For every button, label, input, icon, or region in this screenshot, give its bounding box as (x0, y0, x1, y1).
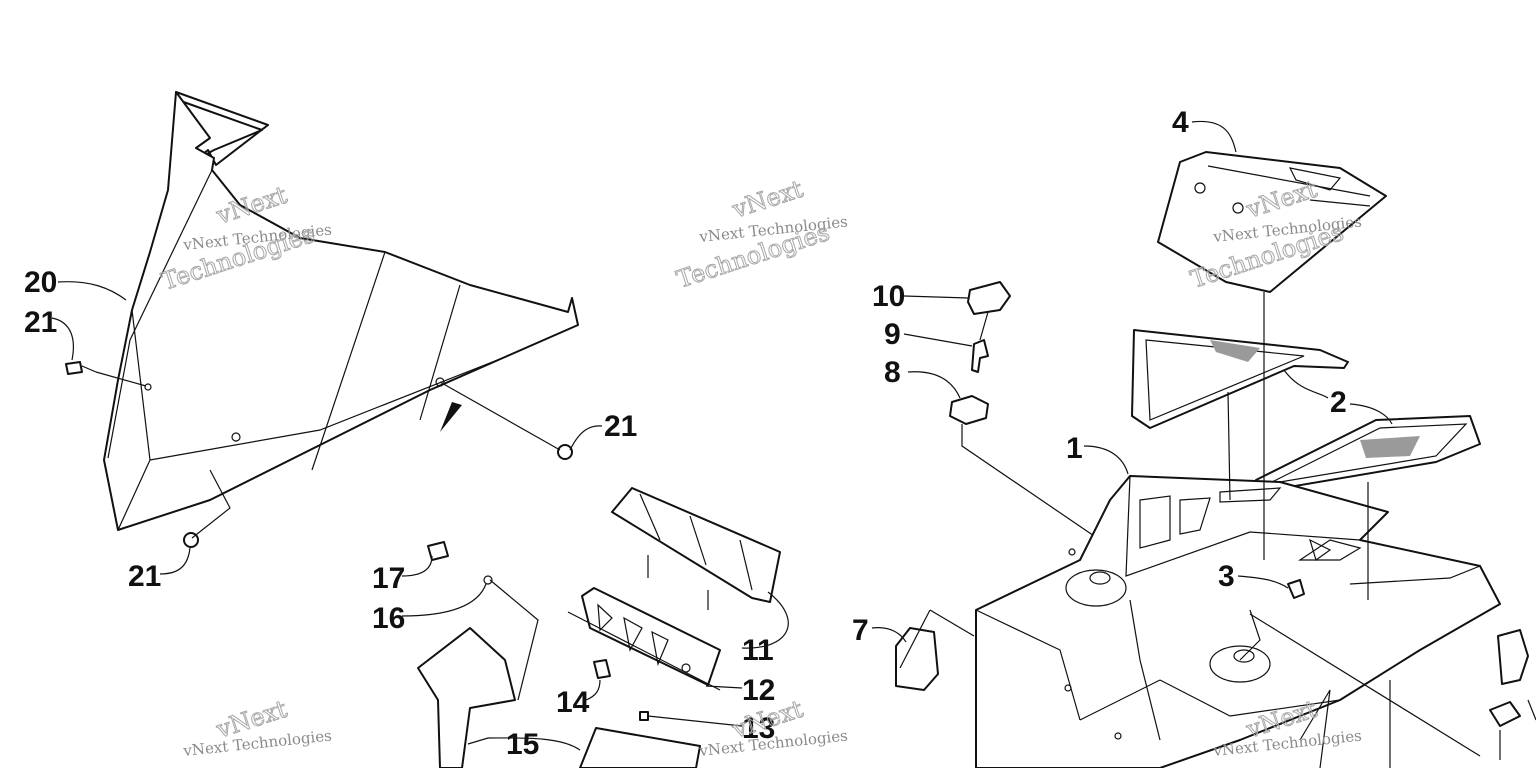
callout-16: 16 (372, 602, 405, 635)
callout-8: 8 (884, 356, 901, 389)
callout-1: 1 (1066, 432, 1083, 465)
callout-20: 20 (24, 266, 57, 299)
ignition-parts (895, 281, 1011, 691)
callout-4: 4 (1172, 106, 1189, 139)
mount-part-15 (417, 627, 701, 768)
instrument-cluster-part-11 (611, 487, 781, 610)
callout-13: 13 (742, 712, 775, 745)
callout-21: 21 (128, 560, 161, 593)
callout-15: 15 (506, 728, 539, 761)
callout-17: 17 (372, 562, 405, 595)
callout-9: 9 (884, 318, 901, 351)
callout-10: 10 (872, 280, 905, 313)
callout-3: 3 (1218, 560, 1235, 593)
storage-box-part-4 (1157, 151, 1387, 293)
watermark-text: vNext (728, 175, 806, 224)
lens-part-2 (1131, 329, 1481, 493)
screw-part-3 (1287, 538, 1332, 599)
callout-21: 21 (24, 306, 57, 339)
right-edge-parts (1489, 629, 1536, 727)
callout-21: 21 (604, 410, 637, 443)
callout-11: 11 (742, 634, 774, 667)
callout-12: 12 (742, 674, 775, 707)
callout-2: 2 (1330, 386, 1347, 419)
callout-14: 14 (556, 686, 590, 719)
fastener-parts (427, 541, 649, 721)
dash-panel-part-1 (975, 475, 1501, 768)
windshield-part-20 (103, 91, 579, 531)
direction-arrow-icon (440, 402, 462, 432)
callout-7: 7 (852, 614, 869, 647)
